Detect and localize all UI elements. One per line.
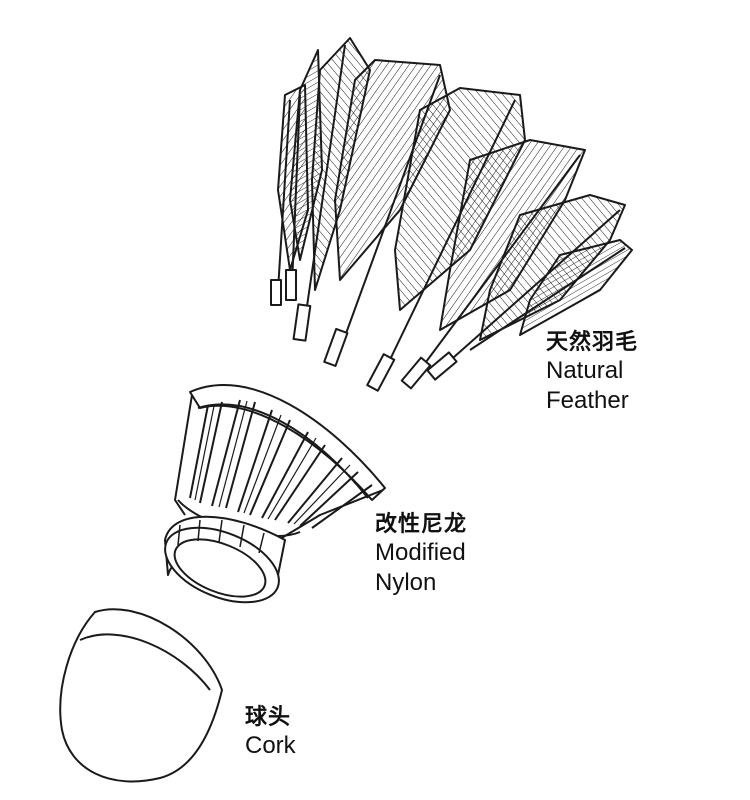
nylon-label-en-2: Nylon (375, 569, 437, 596)
cork-label: 球头 Cork (245, 705, 296, 761)
nylon-skirt-group (164, 384, 386, 604)
nylon-ribs (189, 399, 373, 529)
feather-label-en-2: Feather (546, 387, 629, 414)
nylon-collar-ticks (177, 519, 265, 554)
nylon-label: 改性尼龙 Modified Nylon (375, 512, 467, 598)
feather-label-en-1: Natural (546, 357, 624, 384)
feather-back-2 (270, 84, 309, 306)
nylon-base-opening-inner (173, 538, 267, 598)
nylon-label-zh: 改性尼龙 (375, 512, 468, 537)
cork-body (59, 608, 223, 783)
feather-5 (366, 87, 526, 392)
feather-8 (469, 239, 633, 351)
feather-label-zh: 天然羽毛 (546, 330, 639, 355)
nylon-top-rim-inner (197, 403, 369, 499)
cork-top-edge (79, 633, 211, 691)
cork-label-zh: 球头 (245, 705, 292, 730)
nylon-label-en-1: Modified (375, 539, 466, 566)
nylon-ribs-inner (194, 400, 351, 525)
feather-group (270, 37, 633, 392)
nylon-outer-left (174, 394, 193, 516)
cork-group (59, 608, 223, 783)
feather-label: 天然羽毛 Natural Feather (546, 330, 638, 416)
cork-label-en: Cork (245, 732, 296, 759)
